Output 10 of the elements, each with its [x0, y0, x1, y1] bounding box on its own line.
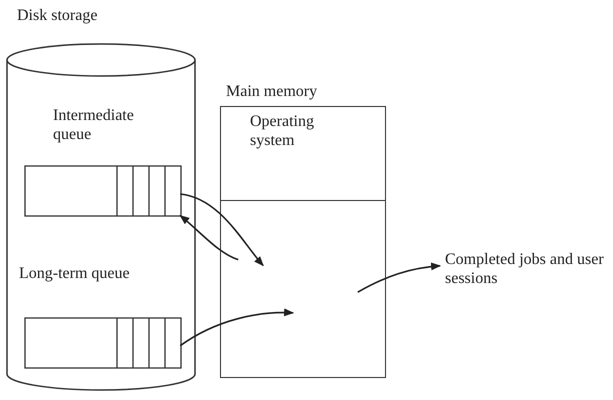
node-label: Operating system: [250, 112, 315, 150]
node-label: Completed jobs and user sessions: [445, 250, 605, 288]
node-label: Disk storage: [17, 6, 98, 25]
arrow: [357, 262, 442, 293]
node-label: Main memory: [226, 82, 318, 101]
arrow: [179, 214, 239, 260]
node-label: Long-term queue: [19, 264, 131, 283]
arrow: [180, 193, 264, 266]
node-label: Intermediate queue: [53, 106, 135, 144]
arrow: [180, 308, 294, 346]
